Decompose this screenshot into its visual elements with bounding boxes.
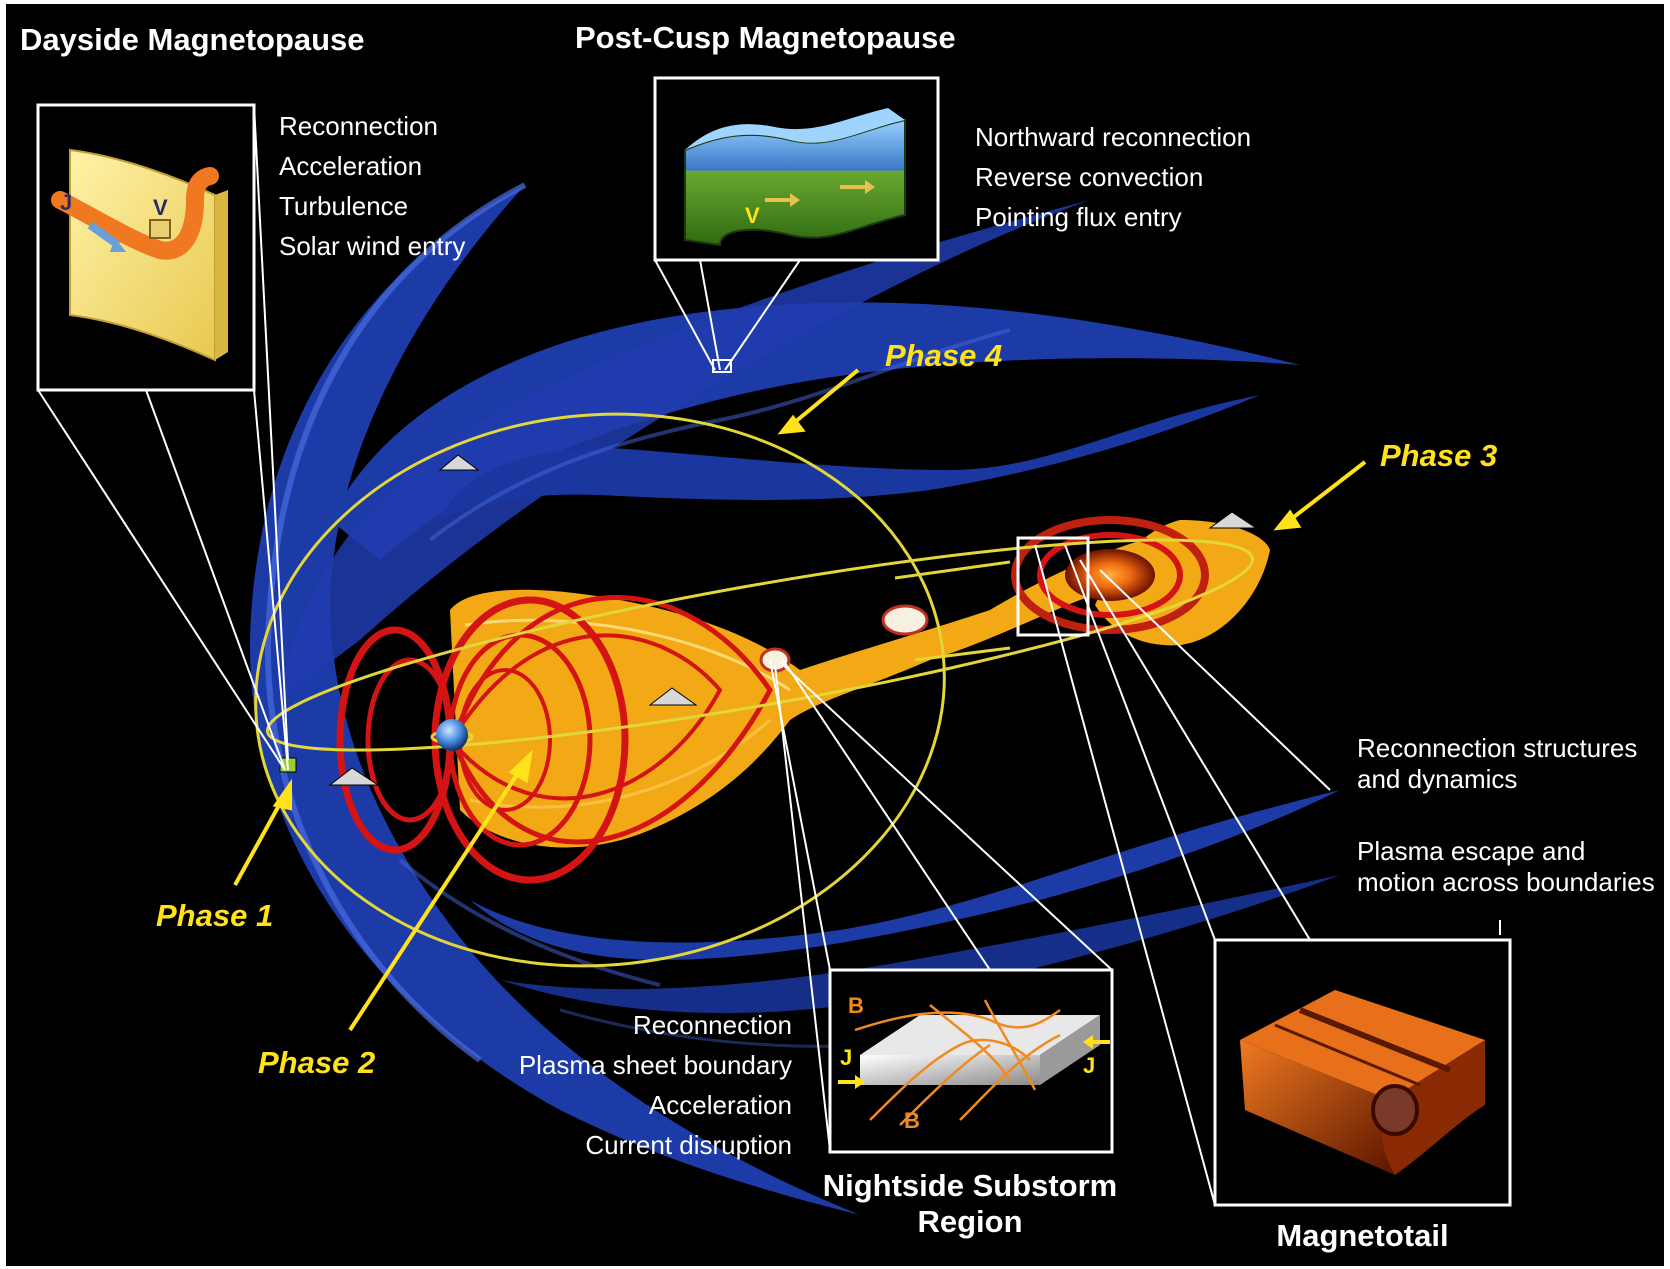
dayside-item: Reconnection [279,106,465,146]
nightside-title: Nightside Substorm Region [815,1168,1125,1240]
nightside-item: Plasma sheet boundary [430,1045,792,1085]
dayside-item: Acceleration [279,146,465,186]
phase-4-label: Phase 4 [885,338,1002,374]
phase-2-label: Phase 2 [258,1045,375,1081]
post-cusp-item: Reverse convection [975,157,1251,197]
nightside-item: Reconnection [430,1005,792,1045]
v-vector-label: V [153,195,168,221]
dayside-item: Turbulence [279,186,465,226]
nightside-list: Reconnection Plasma sheet boundary Accel… [430,1005,792,1165]
dayside-list: Reconnection Acceleration Turbulence Sol… [279,106,465,266]
post-cusp-title: Post-Cusp Magnetopause [575,20,956,56]
v-vector-label-post-cusp: V [745,203,760,229]
post-cusp-list: Northward reconnection Reverse convectio… [975,117,1251,237]
dayside-title: Dayside Magnetopause [20,22,275,58]
b-vector-label-top: B [848,993,864,1019]
dayside-inset [38,105,254,390]
post-cusp-item: Northward reconnection [975,117,1251,157]
nightside-inset [830,970,1112,1152]
j-vector-label: J [60,190,72,216]
tail-item-plasma-escape: Plasma escape and motion across boundari… [1357,836,1657,898]
phase-3-label: Phase 3 [1380,438,1497,474]
phase-1-label: Phase 1 [156,898,273,934]
magnetotail-title: Magnetotail [1215,1218,1510,1254]
magnetotail-inset [1215,940,1510,1205]
b-vector-label-bottom: B [904,1108,920,1134]
post-cusp-inset [655,78,938,260]
j-vector-label-left: J [840,1045,852,1071]
nightside-item: Acceleration [430,1085,792,1125]
j-vector-label-right: J [1083,1053,1095,1079]
nightside-item: Current disruption [430,1125,792,1165]
post-cusp-item: Pointing flux entry [975,197,1251,237]
dayside-item: Solar wind entry [279,226,465,266]
tail-item-reconnection: Reconnection structures and dynamics [1357,733,1657,795]
